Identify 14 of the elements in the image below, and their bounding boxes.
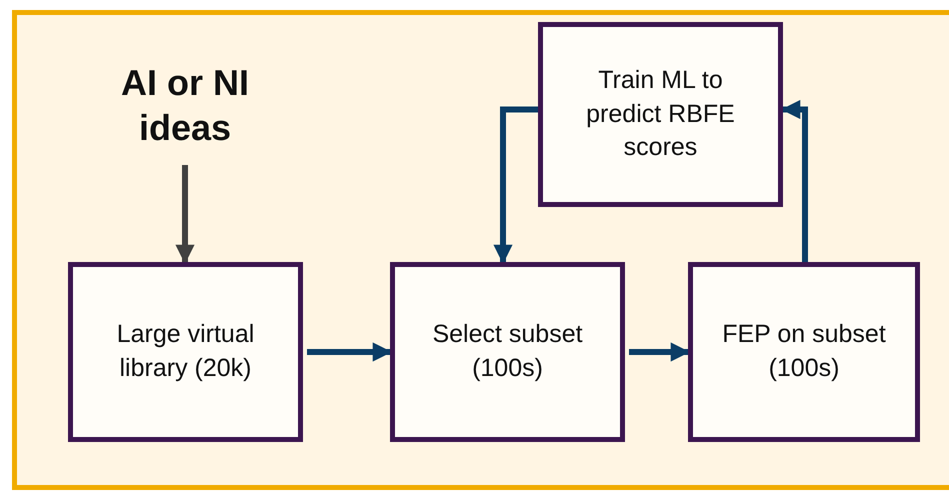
process-box [538, 22, 783, 207]
process-box [688, 262, 920, 442]
step-label: Select subset (100s) [431, 319, 584, 384]
arrow [307, 342, 392, 362]
step-label: FEP on subset (100s) [721, 319, 887, 384]
step-label: Train ML to predict RBFE scores [585, 64, 736, 164]
step-label: Large virtual library (20k) [116, 319, 256, 384]
input-label: AI or NI ideas [120, 61, 250, 150]
process-box [390, 262, 625, 442]
arrow [493, 106, 538, 264]
arrow [629, 342, 690, 362]
arrow [175, 165, 195, 264]
arrow [781, 100, 808, 262]
process-box [68, 262, 303, 442]
